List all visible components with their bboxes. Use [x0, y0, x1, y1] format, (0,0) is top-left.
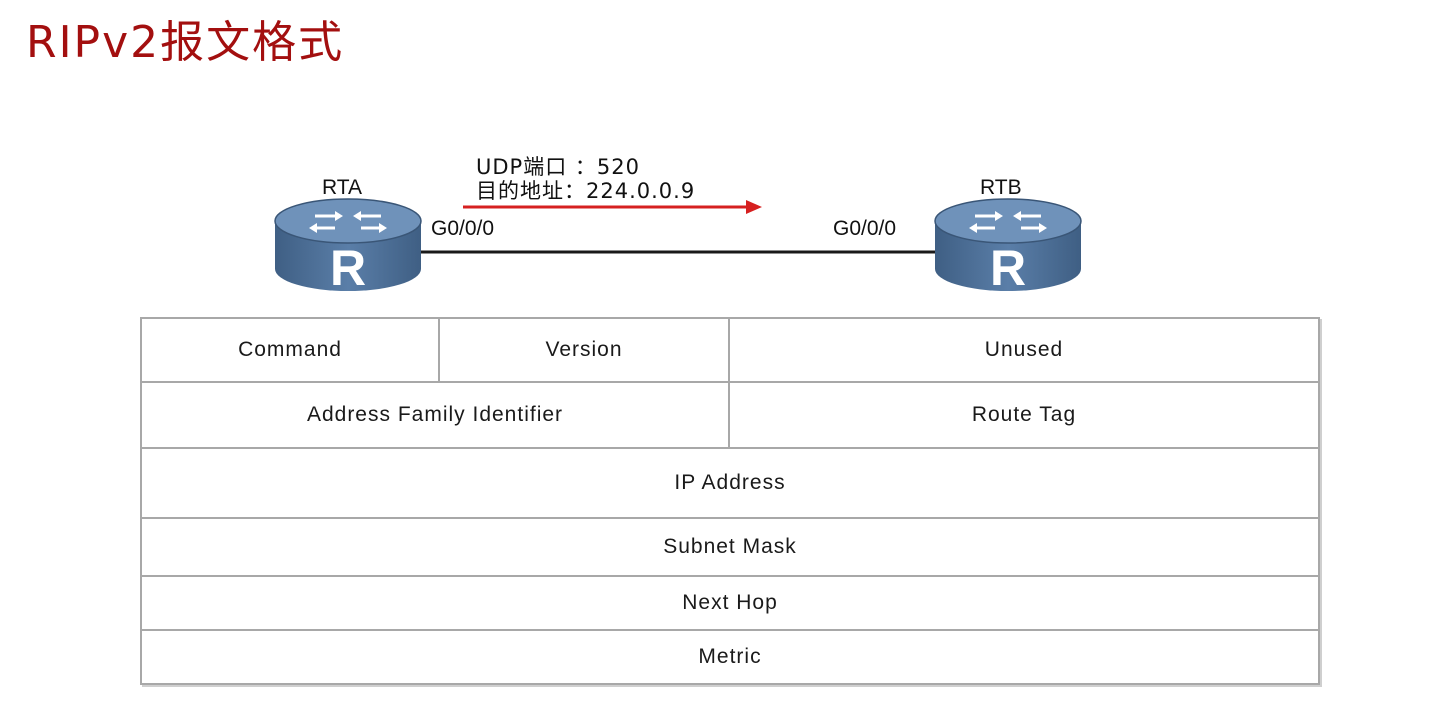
router-b-name: RTB: [980, 176, 1022, 199]
field-route-tag: Route Tag: [728, 381, 1320, 449]
topology-links: [420, 200, 940, 254]
field-ip-address: IP Address: [140, 447, 1320, 519]
router-b-interface: G0/0/0: [833, 217, 897, 240]
router-a: R: [273, 197, 423, 293]
field-next-hop: Next Hop: [140, 575, 1320, 631]
router-a-interface: G0/0/0: [431, 217, 495, 240]
packet-row-afi: Address Family Identifier Route Tag: [140, 381, 1320, 449]
router-b-glyph: R: [990, 240, 1026, 293]
udp-port-label: UDP端口 ：520: [476, 155, 640, 179]
packet-row-ip-address: IP Address: [140, 447, 1320, 519]
field-command: Command: [140, 317, 440, 383]
router-a-name: RTA: [322, 176, 363, 199]
router-icon: R: [934, 198, 1082, 293]
field-metric: Metric: [140, 629, 1320, 685]
packet-row-next-hop: Next Hop: [140, 575, 1320, 631]
destination-address-label: 目的地址：224.0.0.9: [476, 179, 696, 203]
field-version: Version: [438, 317, 730, 383]
ripv2-packet-format-table: Command Version Unused Address Family Id…: [140, 317, 1320, 685]
packet-row-subnet-mask: Subnet Mask: [140, 517, 1320, 577]
field-unused: Unused: [728, 317, 1320, 383]
field-address-family-identifier: Address Family Identifier: [140, 381, 730, 449]
router-a-glyph: R: [330, 240, 366, 293]
packet-row-metric: Metric: [140, 629, 1320, 685]
router-icon: R: [274, 198, 422, 293]
network-topology: RTA RTB G0/0/0 G0/0/0 UDP端口 ：520 目的地址：22…: [0, 0, 1434, 310]
router-b: R: [933, 197, 1083, 293]
slide-title: RIPv2报文格式: [26, 17, 345, 68]
field-subnet-mask: Subnet Mask: [140, 517, 1320, 577]
packet-row-header: Command Version Unused: [140, 317, 1320, 383]
direction-arrow-head: [746, 200, 762, 214]
